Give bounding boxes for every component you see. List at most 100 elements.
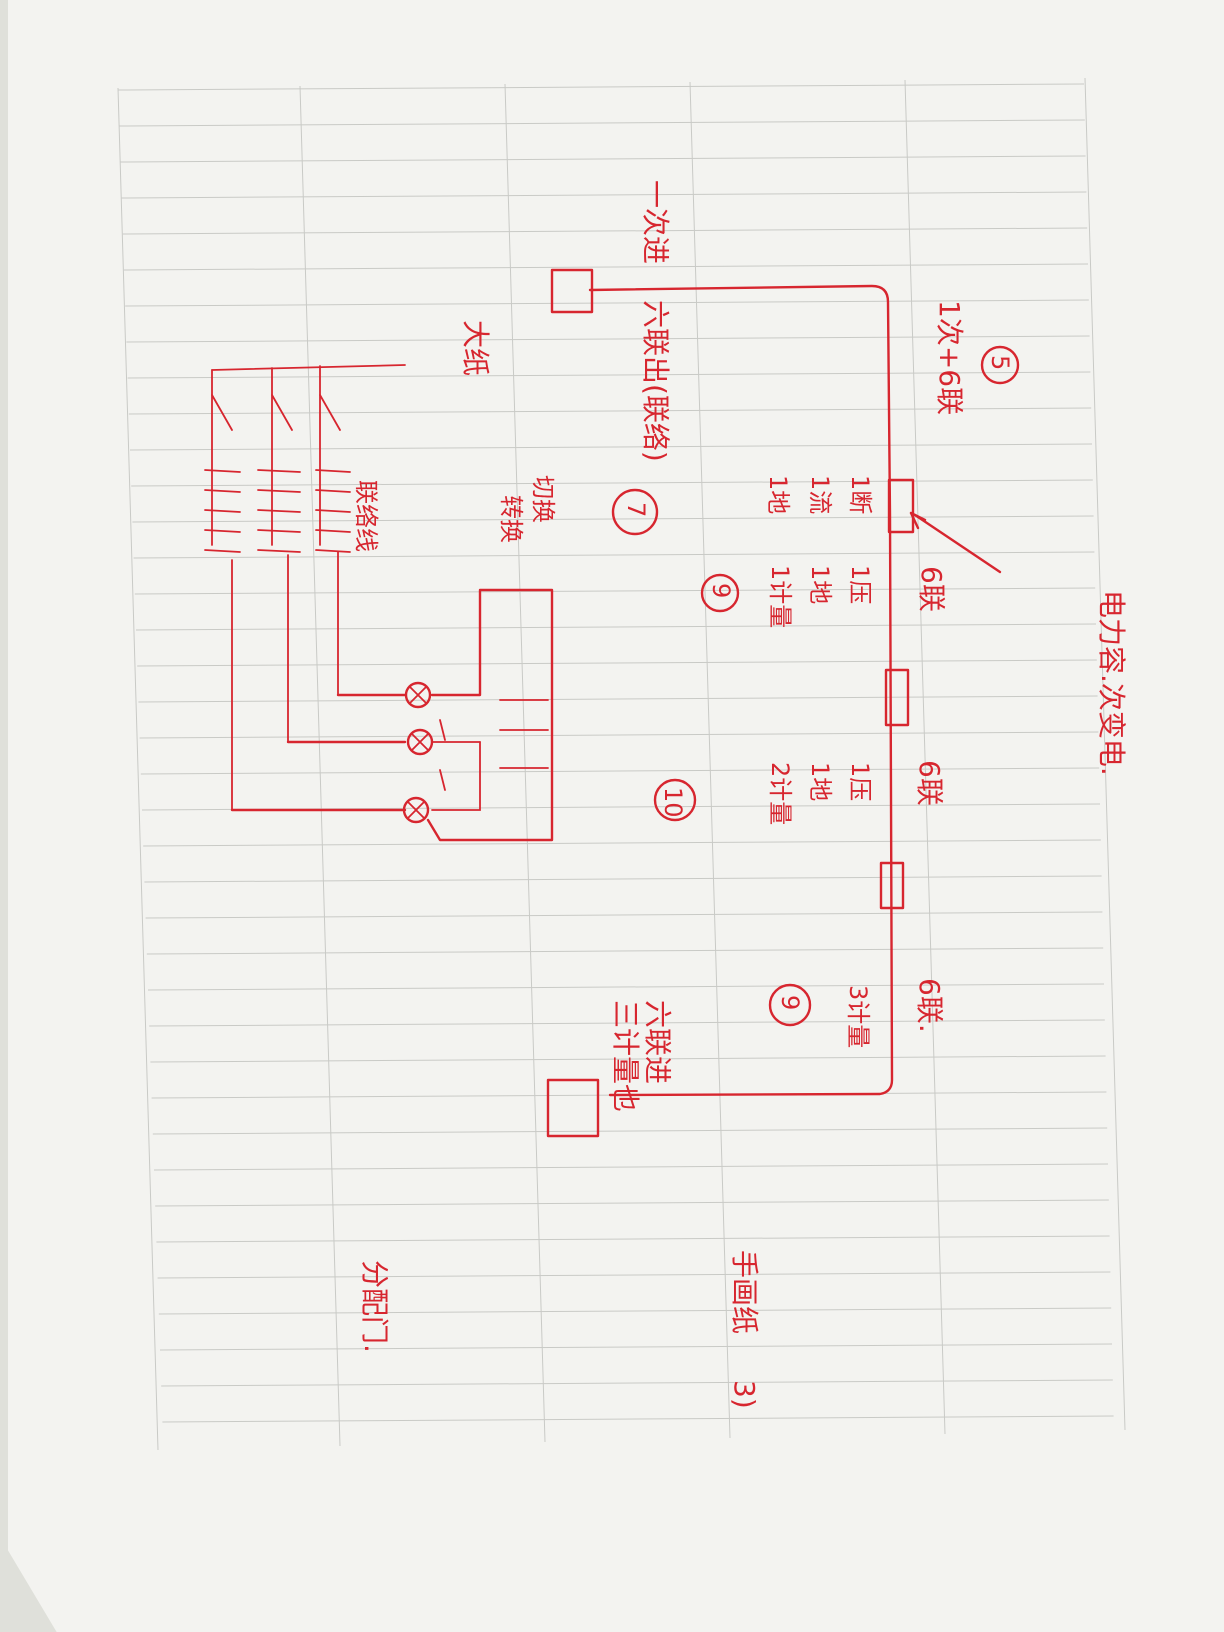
panel-hatch-line <box>315 509 351 513</box>
grid-line <box>123 263 1089 271</box>
grid-line <box>125 299 1089 307</box>
grid-line <box>156 1235 1110 1243</box>
grid-line <box>126 335 1090 343</box>
circle-7 <box>611 488 659 536</box>
grid-line <box>152 1127 1108 1135</box>
label-hang-b2: 1地 <box>806 565 834 604</box>
label-lian6-b: 6联 <box>913 760 946 806</box>
circle-9b <box>768 983 812 1027</box>
label-hang1: 1断 <box>846 475 874 514</box>
panel-hatch-line <box>257 529 301 533</box>
panel-hatch-line <box>204 549 241 553</box>
grid-line <box>135 623 1097 631</box>
circle-5 <box>980 345 1020 385</box>
grid-line <box>1084 77 1126 1431</box>
label-liu-lian-jin: 六联进 <box>641 1000 674 1084</box>
label-hang-c2: 1地 <box>806 762 834 801</box>
circle-9a <box>700 573 740 613</box>
grid-line <box>134 587 1096 595</box>
grid-line <box>117 83 1085 91</box>
grid-line <box>161 1379 1113 1387</box>
panel-hatch-line <box>257 549 301 553</box>
box-bottom <box>546 1078 600 1138</box>
grid-line <box>119 119 1085 127</box>
grid-line <box>150 1055 1106 1063</box>
grid-line <box>155 1199 1109 1207</box>
grid-line <box>146 947 1104 955</box>
grid-line <box>162 1415 1114 1423</box>
label-san-ji-liang: 三计量也 <box>609 1000 642 1112</box>
circle-10 <box>653 778 697 822</box>
grid-line <box>144 875 1102 883</box>
panel-hatch-line <box>204 529 241 533</box>
label-hang-c1: 1压 <box>846 762 874 801</box>
paper-grid <box>117 77 1126 1451</box>
panel-hatch-line <box>257 489 301 493</box>
box-2 <box>884 668 910 727</box>
grid-line <box>157 1271 1111 1279</box>
grid-line <box>159 1343 1113 1351</box>
label-yi-ci-jin: 一次进 <box>639 180 672 264</box>
label-num-9b: 9 <box>776 995 804 1010</box>
grid-line <box>158 1307 1112 1315</box>
lamp-3 <box>402 796 430 824</box>
label-da-ji: 大纸 <box>459 320 492 376</box>
label-lian6-a: 6联 <box>915 566 948 612</box>
lamp-2 <box>406 728 434 756</box>
paper-sheet <box>8 0 1224 1632</box>
grid-line <box>131 479 1093 487</box>
label-num-5: 5 <box>986 355 1014 370</box>
switch-panel <box>204 364 407 812</box>
cabinet-boxes <box>546 268 915 1138</box>
label-bian-xian: 联络线 <box>352 480 380 552</box>
grid-line <box>128 407 1092 415</box>
grid-line <box>299 85 341 1447</box>
grid-line <box>137 659 1097 667</box>
box-1 <box>887 478 915 534</box>
label-hang-c3: 2计量 <box>766 762 794 825</box>
grid-line <box>143 839 1101 847</box>
grid-line <box>117 87 159 1451</box>
labels: 一次进 1次+6联 5 六联出(联络) 7 1断 1流 1地 1压 1地 1计量… <box>352 180 1128 1409</box>
label-num-9a: 9 <box>707 583 735 598</box>
circled-numbers <box>611 345 1020 1027</box>
label-tail-num: 3) <box>728 1380 761 1409</box>
label-num-10: 10 <box>659 787 687 818</box>
box-3 <box>879 861 905 910</box>
label-fen-dian: 分配门. <box>358 1260 391 1353</box>
panel-hatch-line <box>315 529 351 533</box>
panel-hatch-line <box>315 489 351 493</box>
label-dianrong: 电力容.次变电. <box>1095 590 1128 776</box>
label-hang-b1: 1压 <box>846 565 874 604</box>
panel-hatch-line <box>204 509 241 513</box>
grid-line <box>122 227 1088 235</box>
grid-line <box>129 443 1093 451</box>
grid-line <box>904 79 946 1435</box>
panel-hatch-line <box>257 509 301 513</box>
label-ci6-lian: 1次+6联 <box>933 300 966 415</box>
grid-line <box>120 155 1086 163</box>
grid-line <box>138 695 1098 703</box>
grid-line <box>147 983 1105 991</box>
label-hang3: 1地 <box>764 475 792 514</box>
label-zhuan-huan: 转换 <box>497 495 525 543</box>
panel-hatch-line <box>257 469 301 473</box>
label-lian6-c: 6联. <box>913 978 946 1033</box>
panel-hatch-line <box>204 489 241 493</box>
grid-line <box>140 767 1100 775</box>
grid-line <box>139 731 1099 739</box>
panel-hatch-line <box>204 469 241 473</box>
grid-line <box>149 1019 1105 1027</box>
grid-line <box>121 191 1087 199</box>
label-liu-lian-chu: 六联出(联络) <box>639 300 672 462</box>
grid-line <box>145 911 1103 919</box>
label-big-7: 7 <box>622 502 650 517</box>
box-top <box>550 268 594 314</box>
lamp-1 <box>404 681 432 709</box>
grid-line <box>689 81 731 1439</box>
grid-line <box>127 371 1091 379</box>
label-qi-dong: 切换 <box>529 475 557 523</box>
panel-hatch-line <box>315 549 351 553</box>
grid-line <box>133 551 1095 559</box>
